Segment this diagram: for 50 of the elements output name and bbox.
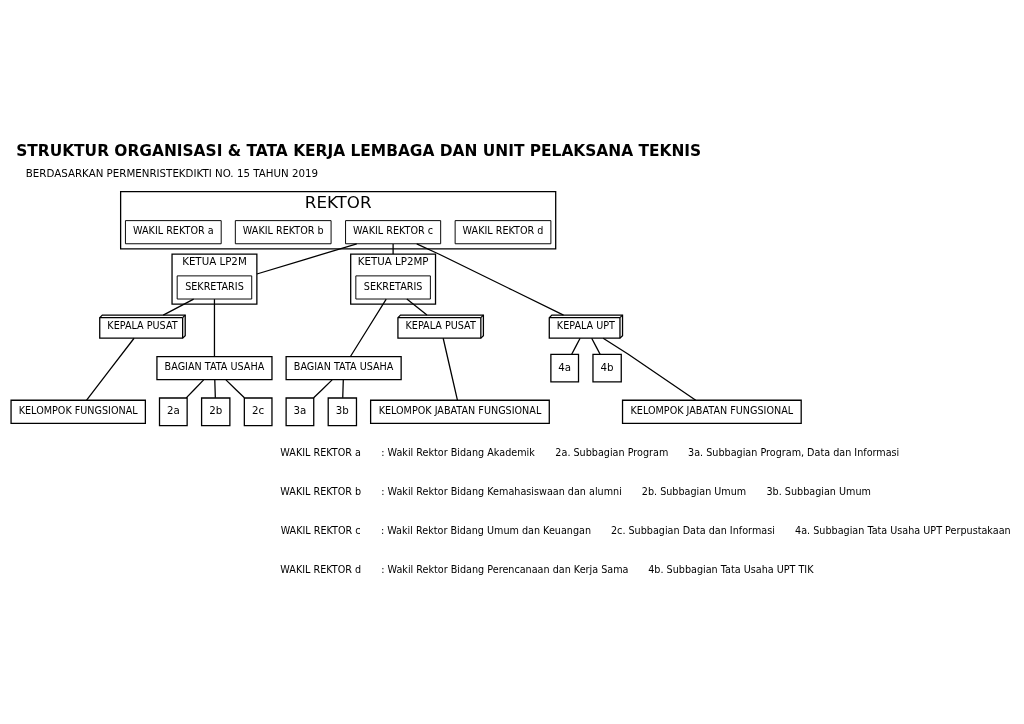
node-box: 2a	[158, 397, 188, 427]
connector	[342, 379, 344, 399]
node-box: SEKRETARIS	[355, 275, 431, 300]
node-box: WAKIL REKTOR d	[454, 220, 552, 245]
node-box: WAKIL REKTOR b	[234, 220, 332, 245]
node-box: 2b	[200, 397, 231, 427]
label: 2b. Subbagian Umum	[641, 485, 747, 497]
connector	[349, 298, 387, 358]
label: 4b. Subbagian Tata Usaha UPT TIK	[648, 564, 814, 576]
node-box: 4b	[592, 353, 622, 383]
connector	[591, 337, 601, 355]
label: : Wakil Rektor Bidang Kemahasiswaan dan alumni	[381, 485, 622, 497]
node-box: SEKRETARIS	[176, 275, 253, 300]
node-box: 4a	[550, 353, 580, 383]
connector	[392, 243, 394, 255]
node-box: 2c	[243, 397, 273, 427]
label: : Wakil Rektor Bidang Perencanaan dan Kerja Sama	[381, 564, 629, 576]
label: 2c. Subbagian Data dan Informasi	[610, 524, 775, 536]
node-box: WAKIL REKTOR a	[124, 220, 222, 245]
connector	[225, 379, 246, 399]
label: BERDASARKAN PERMENRISTEKDIKTI NO. 15 TAHUN 2019	[25, 167, 319, 180]
connector	[214, 379, 216, 399]
node-box: 3a	[285, 397, 315, 427]
connector	[213, 298, 216, 358]
connector	[85, 337, 135, 401]
connector	[406, 298, 428, 316]
label: 3b. Subbagian Umum	[766, 485, 871, 497]
connector	[571, 337, 581, 355]
diagram-title: STRUKTUR ORGANISASI & TATA KERJA LEMBAGA DAN UNIT PELAKSANA TEKNIS	[16, 141, 702, 160]
label: 2a. Subbagian Program	[555, 446, 669, 458]
label: : Wakil Rektor Bidang Akademik	[381, 446, 535, 458]
label: WAKIL REKTOR a	[280, 446, 361, 458]
node-box: BAGIAN TATA USAHA	[285, 355, 402, 381]
label: WAKIL REKTOR c	[280, 524, 361, 536]
node-box: BAGIAN TATA USAHA	[156, 355, 273, 381]
node-box: 3b	[327, 397, 358, 427]
node-box: KELOMPOK JABATAN FUNGSIONAL	[369, 399, 550, 424]
label: WAKIL REKTOR b	[280, 485, 362, 497]
label: 4a. Subbagian Tata Usaha UPT Perpustakaan	[795, 524, 1011, 536]
connector	[602, 337, 697, 401]
node-box: KELOMPOK JABATAN FUNGSIONAL	[621, 399, 802, 424]
node-box: WAKIL REKTOR c	[345, 220, 442, 245]
connector	[442, 337, 459, 401]
node-box: KELOMPOK FUNGSIONAL	[10, 399, 146, 424]
label: : Wakil Rektor Bidang Umum dan Keuangan	[380, 524, 592, 536]
label: 3a. Subbagian Program, Data dan Informasi	[688, 446, 900, 458]
connector	[313, 379, 333, 399]
label: WAKIL REKTOR d	[280, 564, 362, 576]
connector	[256, 243, 358, 275]
connector	[185, 379, 205, 399]
